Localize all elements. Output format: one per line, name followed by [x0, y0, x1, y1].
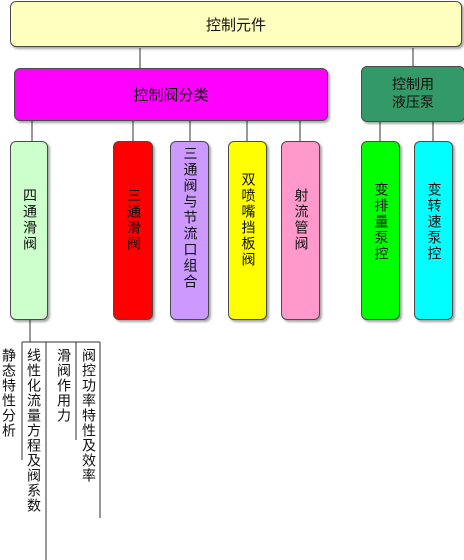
pump-variable-speed: 变转速泵控 [414, 141, 453, 320]
valve-three-way-spool: 三通滑阀 [113, 141, 153, 320]
hydraulic-pump-label: 控制用 液压泵 [392, 77, 434, 111]
valve-four-way-spool-label: 四通滑阀 [21, 188, 37, 252]
valve-category-label: 控制阀分类 [133, 86, 209, 104]
valve-category-box: 控制阀分类 [14, 68, 328, 121]
pump-variable-speed-label: 变转速泵控 [425, 182, 442, 262]
topic-linearized-flow-equation: 线性化流量方程及阀系数 [25, 348, 41, 513]
pump-variable-displacement: 变排量泵控 [361, 141, 400, 320]
topic-power-efficiency: 阀控功率特性及效率 [80, 348, 96, 483]
hydraulic-pump-box: 控制用 液压泵 [361, 66, 464, 122]
valve-three-way-orifice: 三通阀与节流口组合 [170, 141, 209, 320]
valve-nozzle-flapper-label: 双喷嘴挡板阀 [239, 172, 256, 268]
root-box: 控制元件 [10, 1, 462, 47]
topic-static-characteristics: 静态特性分析 [0, 348, 16, 438]
valve-nozzle-flapper: 双喷嘴挡板阀 [228, 141, 267, 320]
valve-three-way-spool-label: 三通滑阀 [125, 188, 141, 252]
topic-spool-forces: 滑阀作用力 [55, 348, 71, 423]
valve-three-way-orifice-label: 三通阀与节流口组合 [181, 146, 198, 290]
valve-jet-pipe-label: 射流管阀 [292, 188, 309, 252]
valve-four-way-spool: 四通滑阀 [10, 141, 48, 320]
root-label: 控制元件 [205, 15, 266, 34]
valve-jet-pipe: 射流管阀 [281, 141, 320, 320]
pump-variable-displacement-label: 变排量泵控 [372, 182, 389, 262]
